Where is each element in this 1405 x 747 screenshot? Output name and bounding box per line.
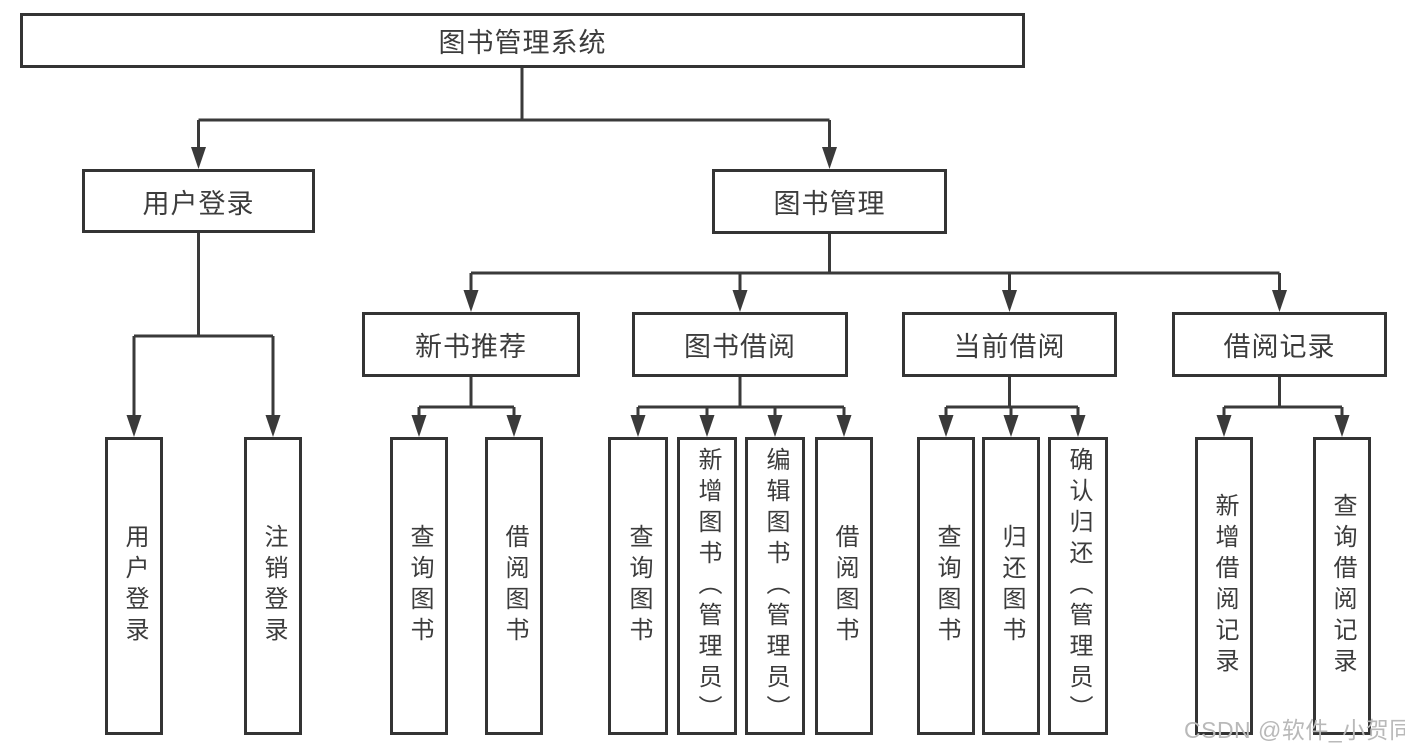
node-current-borrowing: 当前借阅 — [902, 312, 1117, 377]
node-borrowing-records: 借阅记录 — [1172, 312, 1387, 377]
arrowhead — [1003, 415, 1019, 437]
connector-user-login-branch — [126, 233, 281, 437]
arrowhead — [463, 290, 479, 312]
node-query-books-current: 查询图书 — [917, 437, 975, 735]
node-user-login: 用户登录 — [82, 169, 315, 233]
connector-borrow-record-branch — [1216, 377, 1350, 437]
arrowhead — [630, 415, 646, 437]
arrowhead — [1216, 415, 1232, 437]
arrowhead — [822, 147, 837, 169]
connector-root-to-level2 — [191, 68, 837, 169]
arrowhead — [411, 415, 427, 437]
connector-book-borrow-branch — [630, 377, 852, 437]
arrowhead — [265, 415, 281, 437]
connector-new-book-branch — [411, 377, 522, 437]
node-query-borrow-record: 查询借阅记录 — [1313, 437, 1371, 735]
arrowhead — [1070, 415, 1086, 437]
arrowhead — [938, 415, 954, 437]
node-add-borrow-record: 新增借阅记录 — [1195, 437, 1253, 735]
arrowhead — [1272, 290, 1287, 312]
node-new-book-recommendation: 新书推荐 — [362, 312, 580, 377]
node-query-books-new: 查询图书 — [390, 437, 448, 735]
arrowhead — [506, 415, 522, 437]
node-book-management: 图书管理 — [712, 169, 947, 234]
arrowhead — [1334, 415, 1350, 437]
node-borrow-books-leaf: 借阅图书 — [815, 437, 873, 735]
node-query-books-borrow: 查询图书 — [608, 437, 668, 735]
arrowhead — [767, 415, 783, 437]
arrowhead — [699, 415, 715, 437]
arrowhead — [126, 415, 142, 437]
arrowhead — [732, 290, 748, 312]
node-return-books: 归还图书 — [982, 437, 1040, 735]
node-confirm-return-admin: 确认归还（管理员） — [1048, 437, 1108, 735]
node-library-management-system: 图书管理系统 — [20, 13, 1025, 68]
csdn-watermark: CSDN @软件_小贺同学 — [1184, 717, 1405, 743]
node-borrow-books-new: 借阅图书 — [485, 437, 543, 735]
node-logout-leaf: 注销登录 — [244, 437, 302, 735]
node-add-books-admin: 新增图书（管理员） — [677, 437, 737, 735]
node-book-borrowing: 图书借阅 — [632, 312, 848, 377]
node-user-login-leaf: 用户登录 — [105, 437, 163, 735]
connector-current-borrow-branch — [938, 377, 1086, 437]
arrowhead — [191, 147, 206, 169]
connector-book-management-branch — [463, 234, 1287, 312]
node-edit-books-admin: 编辑图书（管理员） — [745, 437, 805, 735]
arrowhead — [1002, 290, 1017, 312]
arrowhead — [836, 415, 852, 437]
